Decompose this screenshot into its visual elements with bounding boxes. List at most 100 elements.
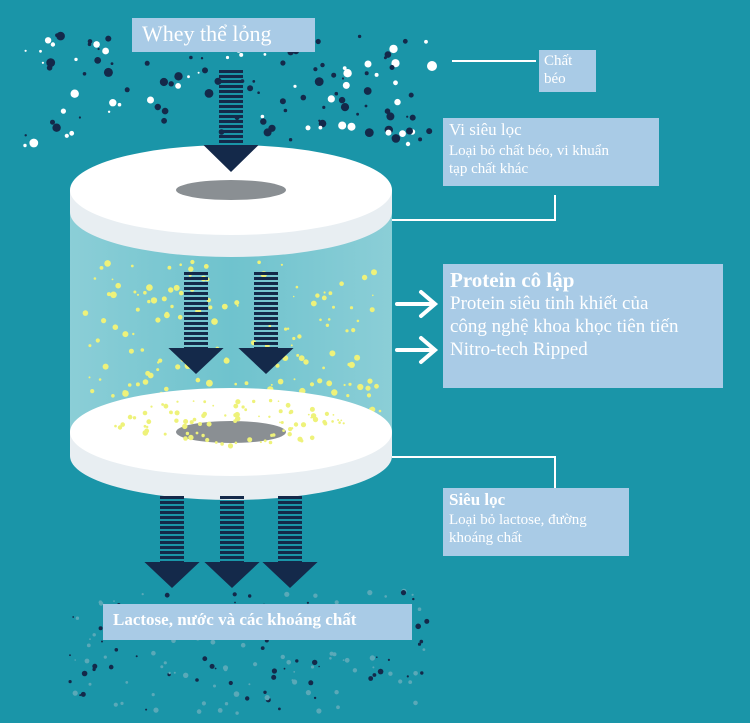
particle [348, 382, 352, 386]
particle [305, 125, 311, 131]
particle [365, 385, 371, 391]
particle [372, 294, 374, 297]
particle [366, 393, 372, 398]
particle [165, 311, 169, 316]
particle [192, 417, 197, 422]
particle [103, 67, 113, 77]
particle [217, 708, 223, 713]
particle [323, 421, 328, 426]
ultrafiltration-label: Siêu lọc Loại bỏ lactose, đường khoáng c… [443, 488, 629, 556]
particle [161, 117, 168, 124]
output-label: Lactose, nước và các khoáng chất [103, 604, 412, 640]
particle [72, 690, 78, 696]
particle [72, 616, 75, 618]
particle [68, 680, 72, 684]
particle [367, 590, 373, 596]
particle [182, 423, 188, 430]
particle [408, 92, 414, 98]
particle [144, 60, 150, 66]
particle [268, 415, 271, 418]
particle [411, 593, 414, 596]
particle [179, 263, 182, 267]
fat-text-line: Chất [544, 53, 573, 69]
particle [342, 81, 350, 89]
particle [329, 350, 336, 357]
particle [154, 103, 161, 111]
particle [161, 107, 169, 115]
particle [279, 421, 281, 424]
particle [75, 616, 80, 620]
particle [278, 707, 281, 711]
down-arrow-icon [203, 70, 259, 172]
particle [50, 42, 56, 47]
particle [244, 381, 249, 386]
particle [225, 55, 230, 60]
particle [310, 300, 317, 307]
whey-liquid-text: Whey thể lỏng [142, 21, 272, 46]
particle [164, 386, 169, 392]
particle [176, 400, 179, 403]
particle [105, 35, 112, 42]
particle [95, 338, 100, 343]
particle [239, 52, 244, 57]
particle [389, 44, 398, 54]
particle [175, 364, 181, 370]
particle [111, 394, 115, 398]
particle [210, 639, 216, 645]
particle [141, 593, 144, 596]
particle [245, 696, 250, 701]
particle [329, 651, 334, 656]
particle [417, 642, 422, 646]
particle [338, 96, 346, 104]
particle [320, 62, 325, 68]
particle [259, 441, 262, 444]
particle [293, 378, 296, 381]
particle [406, 675, 409, 678]
particle [427, 61, 437, 71]
particle [235, 399, 241, 405]
particle [224, 702, 229, 706]
particle [290, 344, 293, 347]
particle [308, 680, 314, 686]
particle [282, 429, 285, 432]
particle [160, 665, 164, 669]
particle [158, 358, 163, 363]
fat-label: Chất béo [539, 50, 596, 92]
ultrafiltration-connector [392, 456, 556, 488]
particle [84, 658, 90, 664]
particle [300, 94, 307, 101]
particle [332, 414, 335, 416]
particle [368, 676, 374, 681]
particle [185, 431, 190, 436]
protein-isolate-label: Protein cô lập Protein siêu tinh khiết c… [443, 264, 723, 388]
particle [406, 115, 409, 118]
particle [361, 274, 368, 281]
particle [147, 299, 151, 304]
particle [206, 421, 212, 427]
particle [80, 691, 86, 697]
particle [284, 327, 288, 331]
microfiltration-connector [392, 195, 556, 221]
particle [394, 98, 401, 106]
particle [338, 421, 341, 424]
particle [305, 690, 311, 696]
particle [102, 47, 109, 55]
particle [106, 292, 111, 297]
particle [287, 432, 292, 437]
particle [94, 57, 102, 64]
particle [248, 594, 252, 598]
protein-isolate-desc: Nitro-tech Ripped [450, 338, 588, 360]
particle [241, 405, 245, 409]
particle [197, 71, 200, 74]
particle [313, 696, 317, 700]
connector-lines [392, 60, 556, 488]
particle [125, 681, 129, 684]
particle [422, 648, 426, 651]
particle [263, 439, 267, 443]
particle [297, 334, 302, 339]
particle [234, 382, 237, 386]
particle [122, 390, 129, 397]
particle [173, 671, 176, 674]
particle [247, 437, 253, 443]
particle [133, 290, 137, 294]
